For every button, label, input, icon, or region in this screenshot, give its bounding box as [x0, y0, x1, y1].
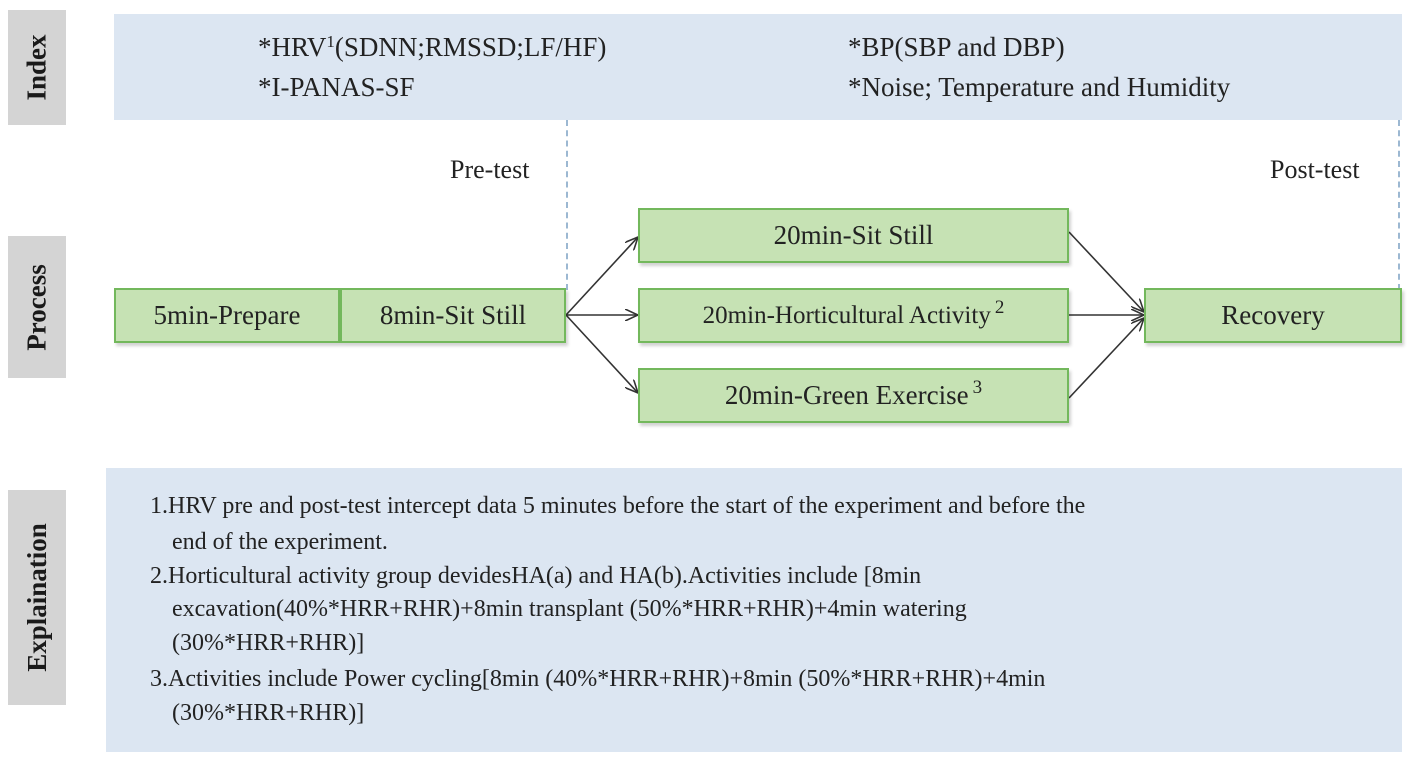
- sit-still-20-box: 20min-Sit Still: [638, 208, 1069, 263]
- explanation-line-2: end of the experiment.: [172, 529, 388, 555]
- explanation-line-3: 2.Horticultural activity group devidesHA…: [150, 563, 922, 589]
- process-label: Process: [8, 236, 66, 378]
- explanation-panel: [106, 468, 1402, 752]
- explanation-line-7: (30%*HRR+RHR)]: [172, 700, 365, 726]
- explanation-label: Explaination: [8, 490, 66, 705]
- index-panel: [114, 14, 1402, 120]
- explanation-line-1: 1.HRV pre and post-test intercept data 5…: [150, 493, 1086, 519]
- index-label: Index: [8, 10, 66, 125]
- prepare-box: 5min-Prepare: [114, 288, 340, 343]
- sit-still-8-box: 8min-Sit Still: [340, 288, 566, 343]
- posttest-label: Post-test: [1270, 155, 1360, 184]
- pretest-divider: [566, 120, 568, 290]
- index-hrv: *HRV1(SDNN;RMSSD;LF/HF): [258, 32, 607, 62]
- arrow-to-sit-still: [565, 237, 638, 316]
- recovery-box: Recovery: [1144, 288, 1402, 343]
- arrow-to-green: [565, 314, 638, 393]
- explanation-line-4: excavation(40%*HRR+RHR)+8min transplant …: [172, 596, 967, 622]
- index-ipanas: *I-PANAS-SF: [258, 72, 415, 102]
- arrow-sit-to-recovery: [1068, 231, 1144, 312]
- index-noise: *Noise; Temperature and Humidity: [848, 72, 1231, 102]
- pretest-label: Pre-test: [450, 155, 530, 184]
- posttest-divider: [1398, 120, 1400, 290]
- explanation-line-5: (30%*HRR+RHR)]: [172, 630, 365, 656]
- explanation-line-6: 3.Activities include Power cycling[8min …: [150, 666, 1046, 692]
- index-bp: *BP(SBP and DBP): [848, 32, 1065, 62]
- arrow-green-to-recovery: [1068, 318, 1144, 399]
